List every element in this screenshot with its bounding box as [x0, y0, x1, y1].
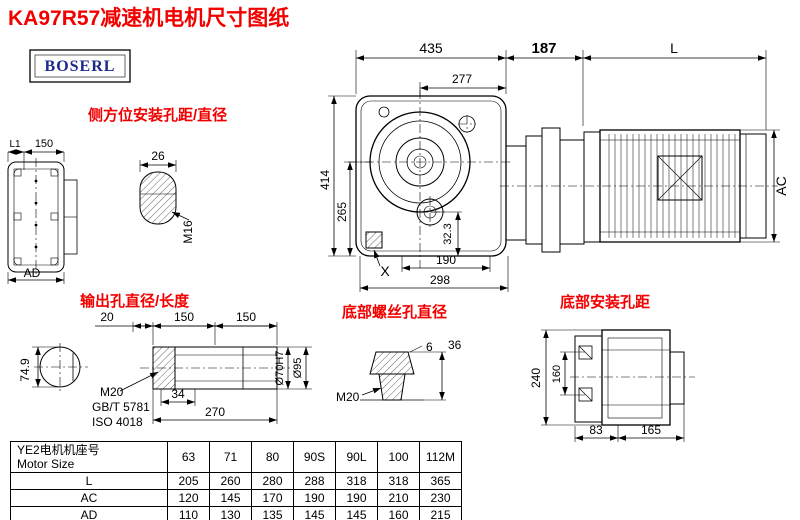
table-row-AD: AD 110 130 135 145 145 160 215 [10, 506, 462, 520]
row-label-AD: AD [10, 506, 168, 520]
col-112M: 112M [419, 441, 462, 473]
dim-L1: L1 [9, 139, 21, 150]
table-row-AC: AC 120 145 170 190 190 210 230 [10, 489, 462, 507]
table-header-en: Motor Size [17, 457, 75, 471]
dim-277: 277 [452, 72, 472, 86]
dim-190: 190 [436, 253, 456, 267]
row-label-AC: AC [10, 489, 168, 507]
top-dimensions: 435 187 L 277 [355, 40, 767, 130]
dim-M20-screw: M20 [336, 390, 360, 404]
cell: 120 [167, 489, 210, 507]
col-90L: 90L [335, 441, 378, 473]
col-90S: 90S [293, 441, 336, 473]
annotation-bottom-mount: 底部安装孔距 [560, 293, 650, 311]
output-shaft-view: 74.9 20 150 150 M20 GB/T 5781 ISO 4018 3… [18, 310, 312, 429]
front-view [348, 90, 512, 268]
brand-logo-text: BOSERL [45, 58, 116, 75]
cell: 190 [293, 489, 336, 507]
cell: 230 [419, 489, 462, 507]
dim-26: 26 [151, 149, 165, 163]
dim-74-9: 74.9 [18, 358, 32, 382]
dim-6: 6 [426, 340, 433, 354]
dim-265: 265 [335, 202, 349, 222]
table-header-cn: YE2电机机座号 [17, 443, 100, 457]
bottom-screw-view: 6 36 M20 [336, 338, 462, 404]
cell: 210 [377, 489, 420, 507]
cell: 215 [419, 506, 462, 520]
cell: 318 [377, 472, 420, 490]
dim-414: 414 [318, 170, 332, 190]
cell: 145 [293, 506, 336, 520]
terminal-box [657, 155, 703, 201]
dim-298: 298 [430, 273, 450, 287]
cell: 145 [209, 489, 252, 507]
brand-logo: BOSERL [29, 49, 131, 83]
dim-32-3: 32.3 [442, 223, 454, 244]
motor-size-table: YE2电机机座号 Motor Size 63 71 80 90S 90L 100… [10, 441, 462, 520]
col-80: 80 [251, 441, 294, 473]
dim-160: 160 [551, 365, 563, 383]
col-71: 71 [209, 441, 252, 473]
cell: 135 [251, 506, 294, 520]
dim-150-side: 150 [35, 138, 53, 150]
table-row-L: L 205 260 280 288 318 318 365 [10, 472, 462, 490]
cell: 145 [335, 506, 378, 520]
front-view-dimensions: 414 265 32.3 X 190 298 [318, 95, 509, 292]
cell: 190 [335, 489, 378, 507]
annotation-output-hole: 输出孔直径/长度 [80, 292, 190, 310]
dim-240: 240 [529, 368, 543, 388]
dim-AC: AC [773, 176, 789, 195]
cell: 288 [293, 472, 336, 490]
cell: 318 [335, 472, 378, 490]
cell: 170 [251, 489, 294, 507]
col-100: 100 [377, 441, 420, 473]
dim-150b: 150 [236, 310, 256, 324]
table-header-row: YE2电机机座号 Motor Size 63 71 80 90S 90L 100… [10, 441, 462, 473]
dim-187: 187 [531, 40, 556, 57]
dim-270: 270 [205, 405, 225, 419]
dim-M20-shaft: M20 [100, 385, 124, 399]
side-mount-view: L1 150 AD [7, 138, 78, 284]
dim-bore: Ø70H7 [274, 351, 286, 386]
standard-iso: ISO 4018 [92, 415, 143, 429]
page-title: KA97R57减速机电机尺寸图纸 [8, 6, 289, 30]
bottom-mount-view: 240 160 83 165 [529, 329, 695, 442]
col-63: 63 [167, 441, 210, 473]
cell: 260 [209, 472, 252, 490]
dim-M16: M16 [181, 220, 195, 244]
annotation-side-mount: 侧方位安装孔距/直径 [88, 106, 227, 124]
dim-L: L [670, 40, 678, 56]
dim-34: 34 [171, 387, 185, 401]
dim-36: 36 [448, 338, 462, 352]
row-label-L: L [10, 472, 168, 490]
side-view: AC [500, 127, 789, 253]
dim-AD: AD [24, 266, 41, 280]
dim-83: 83 [589, 423, 603, 437]
fan-cover [739, 133, 767, 239]
dim-165: 165 [641, 423, 661, 437]
cell: 160 [377, 506, 420, 520]
cell: 130 [209, 506, 252, 520]
side-shaft-section: 26 M16 [139, 149, 195, 244]
cell: 110 [167, 506, 210, 520]
dim-435: 435 [419, 40, 443, 56]
dim-boss: Ø95 [292, 358, 304, 379]
dim-20: 20 [100, 310, 114, 324]
cell: 365 [419, 472, 462, 490]
cell: 205 [167, 472, 210, 490]
cell: 280 [251, 472, 294, 490]
annotation-bottom-screw: 底部螺丝孔直径 [342, 303, 447, 321]
dim-X: X [380, 263, 390, 279]
dim-150a: 150 [174, 310, 194, 324]
standard-gb: GB/T 5781 [92, 400, 150, 414]
table-header-motor-size: YE2电机机座号 Motor Size [10, 441, 168, 473]
